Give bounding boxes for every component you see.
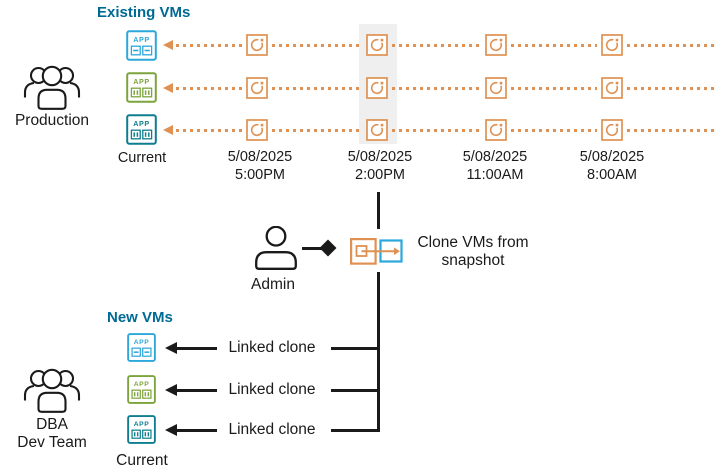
existing-vms-title: Existing VMs — [97, 4, 191, 21]
new-vms-title: New VMs — [107, 309, 173, 326]
snapshot-dotted-line — [627, 43, 718, 47]
snapshot-icon-selected — [366, 77, 388, 99]
snapshot-arrowhead-icon — [163, 39, 173, 50]
clone-vm-icon — [350, 238, 403, 265]
snapshot-icon — [485, 34, 507, 56]
snapshot-dotted-line — [627, 86, 718, 90]
linked-clone-branch-line — [331, 347, 379, 350]
clone-action-label: Clone VMs from snapshot — [417, 234, 529, 269]
snapshot-dotted-line — [272, 86, 362, 90]
snapshot-dotted-line — [392, 86, 482, 90]
snapshot-dotted-line — [511, 86, 597, 90]
linked-clone-label: Linked clone — [228, 339, 316, 356]
snapshot-icon — [485, 77, 507, 99]
snapshot-icon — [246, 34, 268, 56]
admin-action-arrowhead-icon — [319, 239, 337, 257]
linked-clone-arrowhead-icon — [165, 383, 177, 396]
linked-clone-arrowhead-icon — [165, 423, 177, 436]
new-current-label: Current — [116, 452, 168, 469]
linked-clone-branch-line — [331, 388, 379, 392]
snapshot-icon-selected — [366, 119, 388, 141]
timeline-label-8am: 5/08/2025 8:00AM — [579, 149, 645, 183]
connector-line-bottom — [376, 272, 380, 432]
timeline-label-11am: 5/08/2025 11:00AM — [462, 149, 528, 183]
snapshot-dotted-line — [272, 43, 362, 47]
snapshot-dotted-line — [627, 128, 718, 132]
snapshot-icon — [601, 34, 623, 56]
new-vm-icon-green — [127, 375, 156, 404]
snapshot-arrowhead-icon — [163, 124, 173, 135]
admin-label: Admin — [251, 276, 295, 293]
new-vm-icon-teal — [127, 415, 156, 444]
snapshot-dotted-line — [176, 128, 242, 132]
existing-vm-icon-blue — [126, 30, 157, 61]
linked-clone-label: Linked clone — [228, 381, 316, 398]
snapshot-dotted-line — [511, 128, 597, 132]
existing-vm-icon-green — [126, 72, 157, 103]
snapshot-dotted-line — [392, 43, 482, 47]
snapshot-dotted-line — [176, 86, 242, 90]
linked-clone-arrowhead-icon — [165, 341, 177, 354]
snapshot-arrowhead-icon — [163, 82, 173, 93]
snapshot-icon-selected — [366, 34, 388, 56]
new-vm-icon-blue — [127, 333, 156, 362]
timeline-label-2pm: 5/08/2025 2:00PM — [347, 149, 413, 183]
snapshot-icon — [601, 77, 623, 99]
connector-line-top — [376, 192, 380, 229]
dba-team-icon — [22, 367, 82, 413]
snapshot-icon — [246, 77, 268, 99]
linked-clone-arrow — [177, 428, 217, 432]
snapshot-dotted-line — [511, 43, 597, 47]
dba-team-label: DBA Dev Team — [17, 416, 87, 451]
production-label: Production — [14, 112, 90, 129]
snapshot-dotted-line — [392, 128, 482, 132]
linked-clone-branch-line — [331, 429, 379, 432]
snapshot-icon — [246, 119, 268, 141]
admin-action-arrow — [302, 246, 325, 250]
linked-clone-arrow — [177, 346, 217, 350]
admin-person-icon — [254, 226, 298, 270]
timeline-label-current: Current — [117, 150, 167, 166]
snapshot-dotted-line — [176, 43, 242, 47]
snapshot-dotted-line — [272, 128, 362, 132]
snapshot-icon — [601, 119, 623, 141]
production-team-icon — [22, 64, 82, 110]
timeline-label-5pm: 5/08/2025 5:00PM — [227, 149, 293, 183]
existing-vm-icon-teal — [126, 114, 157, 145]
linked-clone-label: Linked clone — [228, 421, 316, 438]
snapshot-icon — [485, 119, 507, 141]
linked-clone-arrow — [177, 388, 217, 392]
